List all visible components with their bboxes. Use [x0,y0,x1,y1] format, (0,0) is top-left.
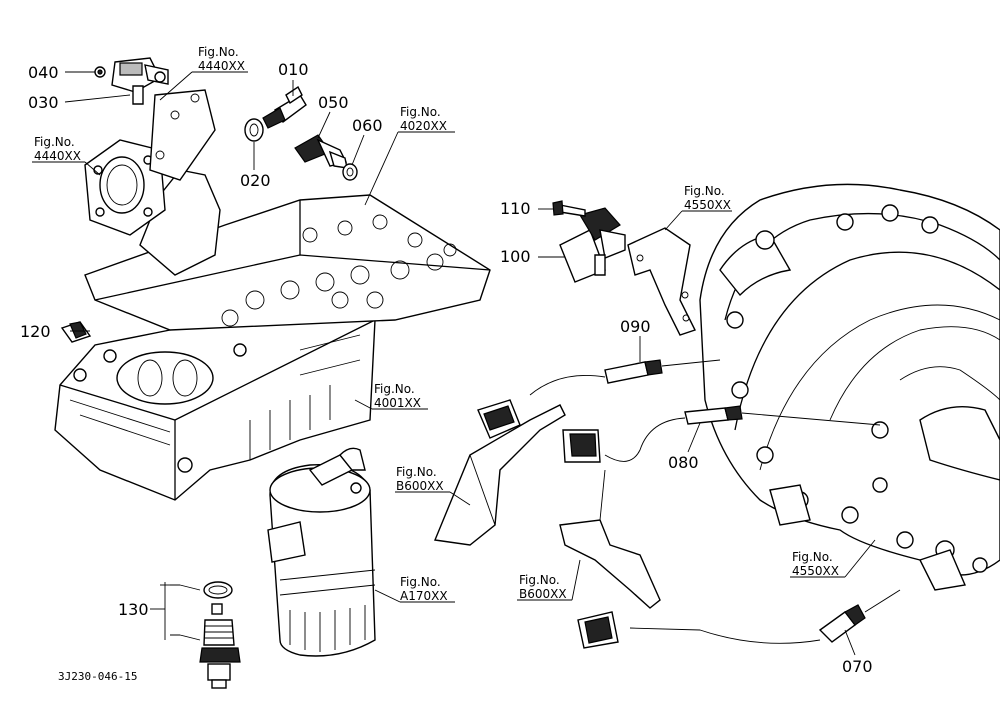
part-030-label: 030 [28,93,59,112]
svg-text:4020XX: 4020XX [400,119,447,133]
svg-text:B600XX: B600XX [519,587,567,601]
filter-drawing [267,447,376,657]
sensor-030-drawing [94,57,169,105]
part-090-label: 090 [620,317,651,336]
fig-ref-4440-top: Fig.No. 4440XX [198,45,245,73]
svg-text:Fig.No.: Fig.No. [792,550,833,564]
part-050-label: 050 [318,93,349,112]
sensor-050-drawing [294,134,358,181]
temp-sensors-drawing [434,359,901,649]
svg-text:A170XX: A170XX [400,589,448,603]
part-070-label: 070 [842,657,873,676]
svg-text:B600XX: B600XX [396,479,444,493]
part-020-label: 020 [240,171,271,190]
svg-text:Fig.No.: Fig.No. [684,184,725,198]
part-110-label: 110 [500,199,531,218]
fig-ref-4020: Fig.No. 4020XX [400,105,447,133]
exhaust-housing-drawing [699,183,1000,591]
fig-references: Fig.No. 4440XX Fig.No. 4440XX Fig.No. 40… [34,45,839,603]
part-080-label: 080 [668,453,699,472]
part-100-label: 100 [500,247,531,266]
fig-ref-4550-top: Fig.No. 4550XX [684,184,731,212]
part-010-label: 010 [278,60,309,79]
fig-ref-4440-left: Fig.No. 4440XX [34,135,81,163]
fig-ref-4001: Fig.No. 4001XX [374,382,421,410]
svg-text:4550XX: 4550XX [684,198,731,212]
part-number-labels: 040 030 010 050 060 020 120 130 110 100 … [20,60,873,676]
fig-ref-b600-lower: Fig.No. B600XX [519,573,567,601]
part-040-label: 040 [28,63,59,82]
svg-text:4550XX: 4550XX [792,564,839,578]
drawing-code: 3J230-046-15 [58,670,137,683]
sensor-100-drawing [552,200,696,336]
fig-ref-a170: Fig.No. A170XX [400,575,448,603]
svg-text:4440XX: 4440XX [34,149,81,163]
leader-lines [32,71,876,656]
svg-text:4440XX: 4440XX [198,59,245,73]
svg-text:Fig.No.: Fig.No. [396,465,437,479]
cylinder-head-drawing [54,89,491,501]
svg-text:Fig.No.: Fig.No. [34,135,75,149]
svg-text:Fig.No.: Fig.No. [198,45,239,59]
part-120-label: 120 [20,322,51,341]
part-130-label: 130 [118,600,149,619]
svg-text:Fig.No.: Fig.No. [400,105,441,119]
fig-ref-b600-upper: Fig.No. B600XX [396,465,444,493]
sensor-120-drawing [60,321,92,343]
sensor-010-drawing [244,85,307,142]
svg-text:Fig.No.: Fig.No. [519,573,560,587]
svg-text:4001XX: 4001XX [374,396,421,410]
svg-text:Fig.No.: Fig.No. [400,575,441,589]
svg-text:Fig.No.: Fig.No. [374,382,415,396]
sensor-130-drawing [164,581,241,689]
part-060-label: 060 [352,116,383,135]
fig-ref-4550-bottom: Fig.No. 4550XX [792,550,839,578]
